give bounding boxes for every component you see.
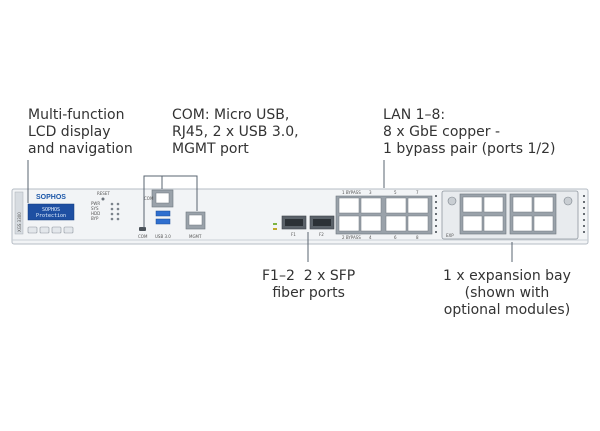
lan-port[interactable] [407, 197, 429, 214]
lan-port[interactable] [360, 215, 382, 232]
thumbscrew-icon[interactable] [563, 196, 573, 206]
callout-com-ports: COM: Micro USB,RJ45, 2 x USB 3.0,MGMT po… [172, 107, 299, 157]
lan-port[interactable] [338, 215, 360, 232]
usb-port[interactable] [155, 218, 171, 225]
exp-port[interactable] [512, 196, 533, 213]
sfp-label: F2 [319, 232, 324, 237]
lan-top-label: 1 BYPASS [342, 190, 361, 195]
micro-usb-port[interactable] [139, 227, 146, 231]
lan-bottom-label: 8 [416, 235, 419, 240]
side-label: XGS 3300 [17, 212, 22, 232]
com-label: COM [144, 196, 154, 201]
vent-holes [435, 195, 585, 233]
exp-port[interactable] [533, 215, 554, 232]
lcd-line-1: SOPHOS [42, 207, 60, 213]
lan-port[interactable] [385, 215, 407, 232]
lcd-screen [27, 203, 75, 221]
lcd-line-2: Protection [36, 213, 66, 219]
nav-button[interactable] [63, 226, 74, 234]
exp-port[interactable] [462, 215, 483, 232]
expansion-port-block [459, 193, 557, 235]
status-leds [110, 202, 120, 221]
callout-lan-ports: LAN 1–8:8 x GbE copper -1 bypass pair (p… [383, 107, 556, 157]
nav-button[interactable] [27, 226, 38, 234]
brand-logo: SOPHOS [36, 194, 66, 201]
lan-top-label: 5 [394, 190, 397, 195]
usb-port[interactable] [155, 210, 171, 217]
exp-port[interactable] [512, 215, 533, 232]
exp-label: EXP [446, 233, 454, 238]
lan-port[interactable] [360, 197, 382, 214]
nav-button[interactable] [51, 226, 62, 234]
lan-port[interactable] [407, 215, 429, 232]
mgmt-label: MGMT [189, 234, 202, 239]
exp-port[interactable] [462, 196, 483, 213]
lan-port-block [335, 195, 433, 235]
usb-label: USB 3.0 [155, 234, 171, 239]
lan-bottom-label: 6 [394, 235, 397, 240]
led-label: BYP [91, 216, 99, 221]
console-label: COM [138, 234, 148, 239]
sfp-leds [273, 223, 277, 230]
exp-port[interactable] [483, 196, 504, 213]
leader-lines [27, 160, 513, 262]
led-label: SYS [91, 206, 99, 211]
lan-port[interactable] [338, 197, 360, 214]
side-strip [14, 191, 24, 235]
reset-pinhole[interactable] [101, 197, 105, 201]
exp-port[interactable] [483, 215, 504, 232]
led-label: HDD [91, 211, 100, 216]
thumbscrew-icon[interactable] [447, 196, 457, 206]
nav-buttons [27, 226, 74, 234]
leader-com [143, 175, 198, 228]
led-label: PWR [91, 201, 100, 206]
lan-top-label: 7 [416, 190, 419, 195]
lan-port[interactable] [385, 197, 407, 214]
exp-port[interactable] [533, 196, 554, 213]
nav-button[interactable] [39, 226, 50, 234]
sfp-label: F1 [291, 232, 296, 237]
lan-bottom-label: 4 [369, 235, 372, 240]
reset-label: RESET [97, 191, 110, 196]
lan-top-label: 3 [369, 190, 372, 195]
lan-bottom-label: 2 BYPASS [342, 235, 361, 240]
